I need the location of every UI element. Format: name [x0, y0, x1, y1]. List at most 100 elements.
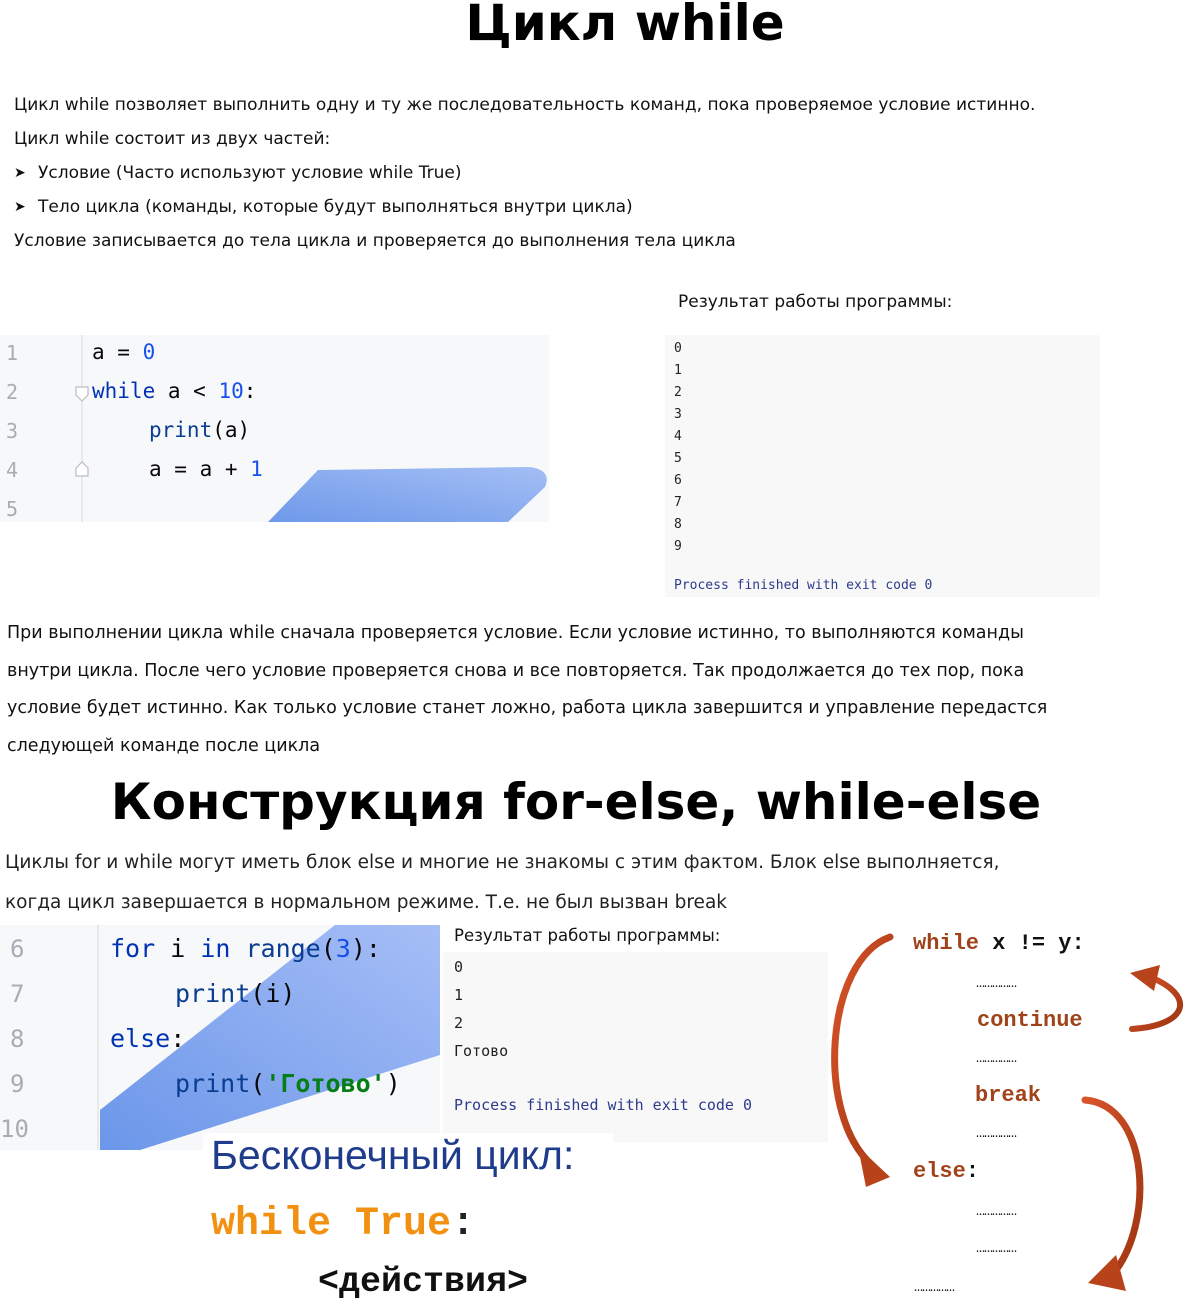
output-line: 0 [674, 341, 682, 356]
code-line-6: for i in range(3): [110, 934, 381, 963]
bullet-item: ➤ Тело цикла (команды, которые будут вып… [14, 190, 1035, 224]
code-line-8: else: [110, 1024, 185, 1053]
line-number: 5 [6, 497, 19, 521]
flow-dots: …………… [914, 1279, 955, 1296]
output-lines: 0 1 2 Готово [454, 953, 508, 1065]
flow-arrows [831, 933, 1183, 1291]
arrow-bullet-icon: ➤ [14, 199, 26, 215]
code-function: print [175, 1069, 251, 1098]
code-token: a < [155, 379, 219, 403]
exit-code-text: Process finished with exit code 0 [454, 1096, 753, 1114]
line-number: 1 [6, 341, 19, 365]
code-number: 1 [250, 457, 263, 481]
flow-dots: …………… [976, 1125, 1017, 1142]
intro-line: Цикл while позволяет выполнить одну и ту… [14, 95, 1036, 115]
bullet-label: Условие (Часто используют условие while … [38, 163, 462, 183]
section-title-while: Цикл while [465, 0, 785, 52]
flow-else-colon: : [965, 1159, 980, 1184]
infinite-loop-box [203, 1133, 613, 1185]
code-editor-while: 1 2 3 4 5 a = 0 while a < 10: print(a) a… [0, 335, 549, 522]
flow-condition: x != y [979, 931, 1072, 956]
while-to-else-arrow-icon [831, 933, 894, 1169]
explanation-line: условие будет истинно. Как только услови… [7, 698, 1048, 718]
code-editor-for-else: 6 7 8 9 10 for i in range(3): print(i) e… [0, 925, 440, 1150]
output-line: 2 [454, 1014, 464, 1032]
condition-note: Условие записывается до тела цикла и про… [14, 231, 736, 251]
decorative-shape [97, 925, 440, 1150]
code-token: ( [250, 1069, 266, 1098]
code-token: : [170, 1024, 186, 1053]
infinite-loop-body: <действия> [318, 1262, 529, 1302]
line-number: 3 [6, 419, 19, 443]
code-token: a = a + [149, 457, 251, 481]
parts-intro: Цикл while состоит из двух частей: [14, 129, 331, 149]
explanation-line: следующей команде после цикла [7, 735, 321, 756]
break-exit-arrow-icon [1081, 1096, 1144, 1279]
code-line-4: a = a + 1 [149, 457, 263, 481]
code-line-2: while a < 10: [92, 379, 256, 403]
code-number: 3 [335, 934, 351, 963]
code-function: range [230, 934, 321, 963]
flow-dots: …………… [976, 1050, 1017, 1067]
output-line: 1 [454, 986, 464, 1004]
infinite-colon: : [451, 1202, 476, 1247]
line-number: 8 [10, 1025, 25, 1053]
exit-code-text: Process finished with exit code 0 [674, 578, 933, 593]
line-number: 7 [10, 980, 25, 1008]
code-token: a = [92, 340, 143, 364]
while-explanation: При выполнении цикла while сначала прове… [7, 615, 1047, 765]
output-line: 0 [454, 958, 464, 976]
explanation-line: При выполнении цикла while сначала прове… [7, 623, 1024, 643]
code-keyword: else [110, 1024, 171, 1053]
flow-while-line: while x != y: [913, 931, 1085, 956]
output-lines: 0 1 2 3 4 5 6 7 8 9 [674, 338, 682, 558]
flow-colon: : [1071, 931, 1085, 956]
flow-dots: …………… [976, 975, 1017, 992]
for-else-text: Циклы for и while могут иметь блок else … [5, 843, 1000, 923]
code-function: print [149, 418, 213, 442]
console-output-for-else: 0 1 2 Готово Process finished with exit … [443, 952, 828, 1142]
arrowhead-icon [1088, 1255, 1126, 1291]
code-token: : [243, 379, 257, 403]
output-line: 1 [674, 363, 682, 378]
output-line: 2 [674, 385, 682, 400]
output-line: 5 [674, 451, 682, 466]
code-token: ) [385, 1069, 401, 1098]
arrowhead-icon [858, 1147, 890, 1187]
output-line: 4 [674, 429, 682, 444]
for-else-line: Циклы for и while могут иметь блок else … [5, 852, 1000, 873]
code-token: i [155, 934, 201, 963]
line-number: 10 [0, 1115, 29, 1143]
infinite-loop-title: Бесконечный цикл: [211, 1132, 575, 1178]
result-label: Результат работы программы: [454, 926, 721, 945]
infinite-true-keyword: True [355, 1202, 452, 1247]
code-line-7: print(i) [175, 979, 295, 1008]
fold-icon [75, 386, 89, 402]
code-keyword: for [110, 934, 156, 963]
fold-end-icon [75, 461, 89, 477]
arrowhead-icon [1130, 965, 1160, 991]
flow-continue-keyword: continue [977, 1008, 1083, 1033]
infinite-loop-code: while True: [211, 1202, 475, 1247]
output-line: 3 [674, 407, 682, 422]
code-line-9: print('Готово') [175, 1069, 401, 1098]
intro-text: Цикл while позволяет выполнить одну и ту… [14, 88, 1035, 258]
result-label: Результат работы программы: [678, 292, 953, 312]
section-title-for-else: Конструкция for-else, while-else [110, 773, 1042, 831]
bullet-label: Тело цикла (команды, которые будут выпол… [38, 197, 633, 217]
output-line: Готово [454, 1042, 509, 1060]
explanation-line: внутри цикла. После чего условие проверя… [7, 660, 1025, 681]
for-else-line: когда цикл завершается в нормальном режи… [5, 892, 727, 913]
arrow-bullet-icon: ➤ [14, 165, 26, 181]
code-string: 'Готово' [265, 1069, 386, 1098]
code-number: 10 [218, 379, 244, 403]
output-line: 8 [674, 517, 682, 532]
code-number: 0 [142, 340, 156, 364]
bullet-item: ➤ Условие (Часто используют условие whil… [14, 156, 1035, 190]
code-keyword: while [92, 379, 156, 403]
code-line-1: a = 0 [92, 340, 155, 364]
output-line: 9 [674, 539, 682, 554]
flow-dots: …………… [976, 1203, 1017, 1220]
line-number: 6 [10, 935, 25, 963]
console-output-while: 0 1 2 3 4 5 6 7 8 9 Process finished wit… [665, 335, 1100, 597]
